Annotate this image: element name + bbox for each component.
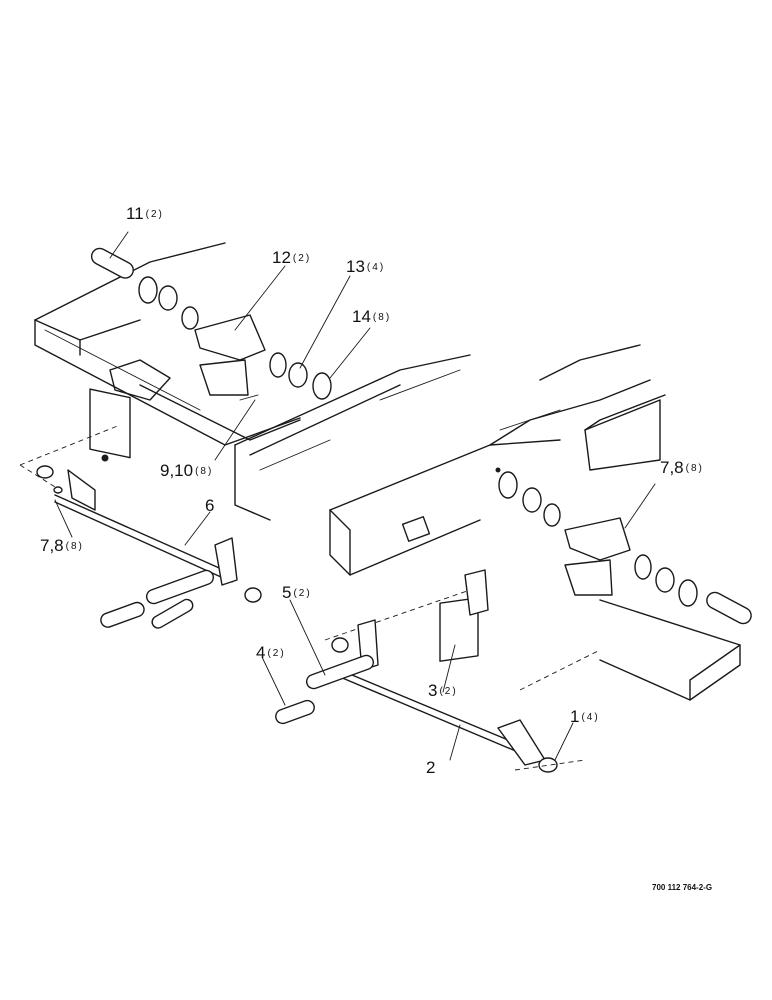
callout-6: 6 (205, 496, 215, 515)
callout-11: 11(2) (126, 204, 164, 223)
drawing-code: 700 112 764-2-G (652, 883, 713, 892)
lower-shaft-assembly (275, 569, 601, 773)
left-shaft-assembly (19, 388, 262, 629)
callout-7-8-right: 7,8(8) (660, 458, 704, 477)
callout-13: 13(4) (346, 257, 386, 276)
upper-left-frame-beam (34, 242, 301, 446)
upper-bushing-assembly (90, 247, 332, 401)
callout-4: 4(2) (256, 643, 286, 662)
callout-1: 1(4) (570, 707, 600, 726)
callout-14: 14(8) (352, 307, 392, 326)
callout-3: 3(2) (428, 681, 458, 700)
callout-12: 12(2) (272, 248, 312, 267)
main-frame-beam (234, 344, 741, 701)
callout-7-8-left: 7,8(8) (40, 536, 84, 555)
callout-2: 2 (426, 758, 436, 777)
lower-right-bushing-assembly (495, 467, 752, 625)
callout-9-10: 9,10(8) (160, 461, 214, 480)
callout-5: 5(2) (282, 583, 312, 602)
leader-lines (54, 231, 656, 761)
